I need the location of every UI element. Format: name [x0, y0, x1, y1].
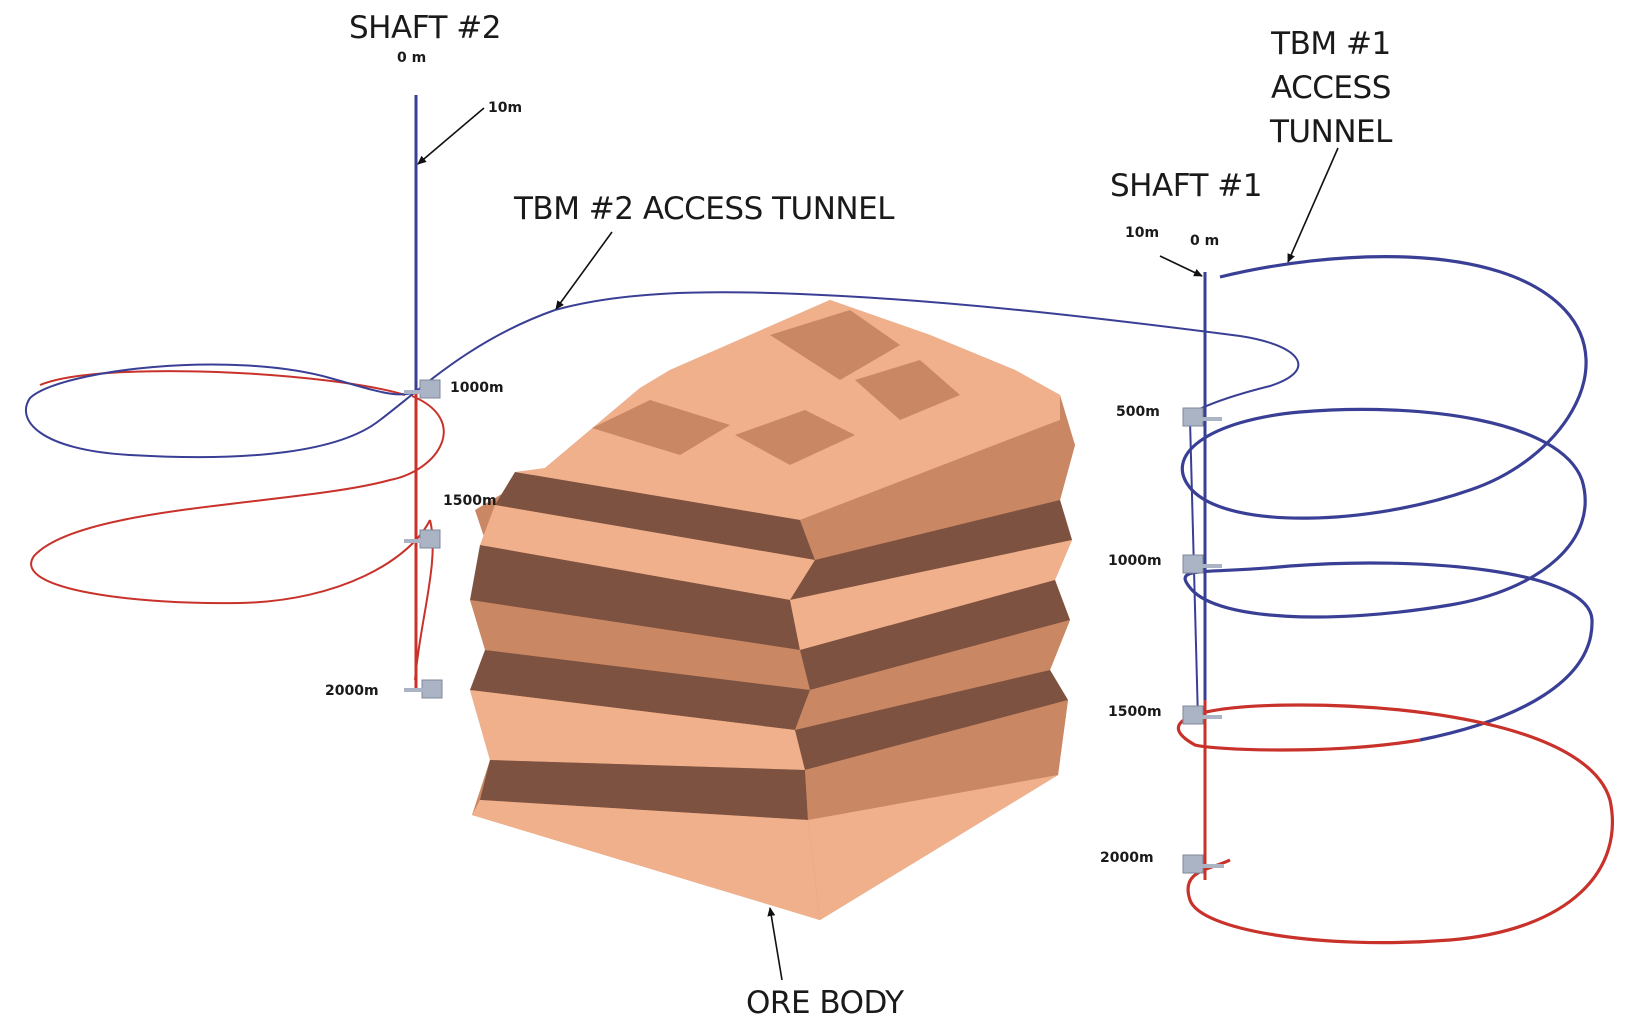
shaft-2-lower-loop-b — [39, 370, 406, 396]
shaft-1-2000m-label: 2000m — [1100, 850, 1154, 866]
tbm-2-access-tunnel — [554, 291, 1300, 416]
shaft-2-title: SHAFT #2 — [349, 10, 501, 46]
shaft-2-top-depth: 0 m — [397, 50, 427, 66]
tbm-1-spiral — [1180, 255, 1594, 742]
shaft-2-group — [25, 95, 556, 699]
tbm-1-label-line-1: TBM #1 — [1271, 26, 1391, 62]
shaft-1-10m-label: 10m — [1125, 225, 1160, 241]
ore-top-patch-2 — [735, 410, 855, 465]
tbm-1-label-line-3: TUNNEL — [1270, 114, 1392, 150]
ore-top-patch-3 — [770, 310, 900, 380]
ore-right-band-6 — [795, 670, 1068, 770]
ore-left-band-2 — [480, 505, 815, 600]
ore-right-bottom — [808, 775, 1058, 920]
ore-top-patch-1 — [592, 400, 730, 455]
ore-right-band-5 — [795, 620, 1070, 730]
shaft-2-1500m-label: 1500m — [443, 493, 497, 509]
tbm-2-pointer — [555, 231, 613, 310]
ore-body-top — [515, 300, 1060, 520]
shaft-2-10m-pointer — [417, 107, 485, 165]
shaft-2-1000m-label: 1000m — [450, 380, 504, 396]
shaft-2-station-1000 — [419, 379, 441, 399]
shaft-2-10m-label: 10m — [488, 100, 523, 116]
ore-left-band-5 — [470, 650, 810, 730]
shaft-1-10m-pointer — [1159, 255, 1203, 277]
shaft-1-1500m-label: 1500m — [1108, 704, 1162, 720]
ore-body-pointer — [767, 907, 783, 981]
shaft-2-lower-loop-a — [30, 395, 445, 605]
ore-left-bottom — [472, 800, 820, 920]
tbm-1-lower-spiral — [1176, 703, 1614, 945]
tbm-1-pointer — [1287, 147, 1339, 263]
shaft-1-title: SHAFT #1 — [1110, 168, 1262, 204]
ore-right-band-1 — [800, 420, 1075, 560]
ore-right-band-2 — [790, 500, 1072, 600]
ore-left-band-1 — [495, 472, 815, 560]
shaft-1-1000m-label: 1000m — [1108, 553, 1162, 569]
ore-top-patch-4 — [855, 360, 960, 420]
ore-right-band-4 — [800, 580, 1070, 690]
shaft-1-group — [1159, 147, 1614, 945]
ore-left-band-4 — [470, 600, 810, 690]
ore-left-band-6 — [470, 690, 805, 770]
tbm-1-label: TBM #1 ACCESS TUNNEL — [1270, 22, 1392, 154]
ore-right-band-7 — [805, 700, 1068, 820]
tbm-2-loop — [25, 309, 556, 459]
tbm-2-label: TBM #2 ACCESS TUNNEL — [514, 191, 894, 227]
ore-left-band-3 — [470, 545, 800, 650]
tbm-1-label-line-2: ACCESS — [1270, 70, 1391, 106]
shaft-2-2000m-label: 2000m — [325, 683, 379, 699]
ore-body — [470, 300, 1075, 920]
shaft-1-500m-label: 500m — [1116, 404, 1160, 420]
ore-body-label: ORE BODY — [746, 985, 904, 1021]
shaft-1-top-depth: 0 m — [1190, 233, 1220, 249]
ore-right-band-3 — [790, 540, 1072, 650]
